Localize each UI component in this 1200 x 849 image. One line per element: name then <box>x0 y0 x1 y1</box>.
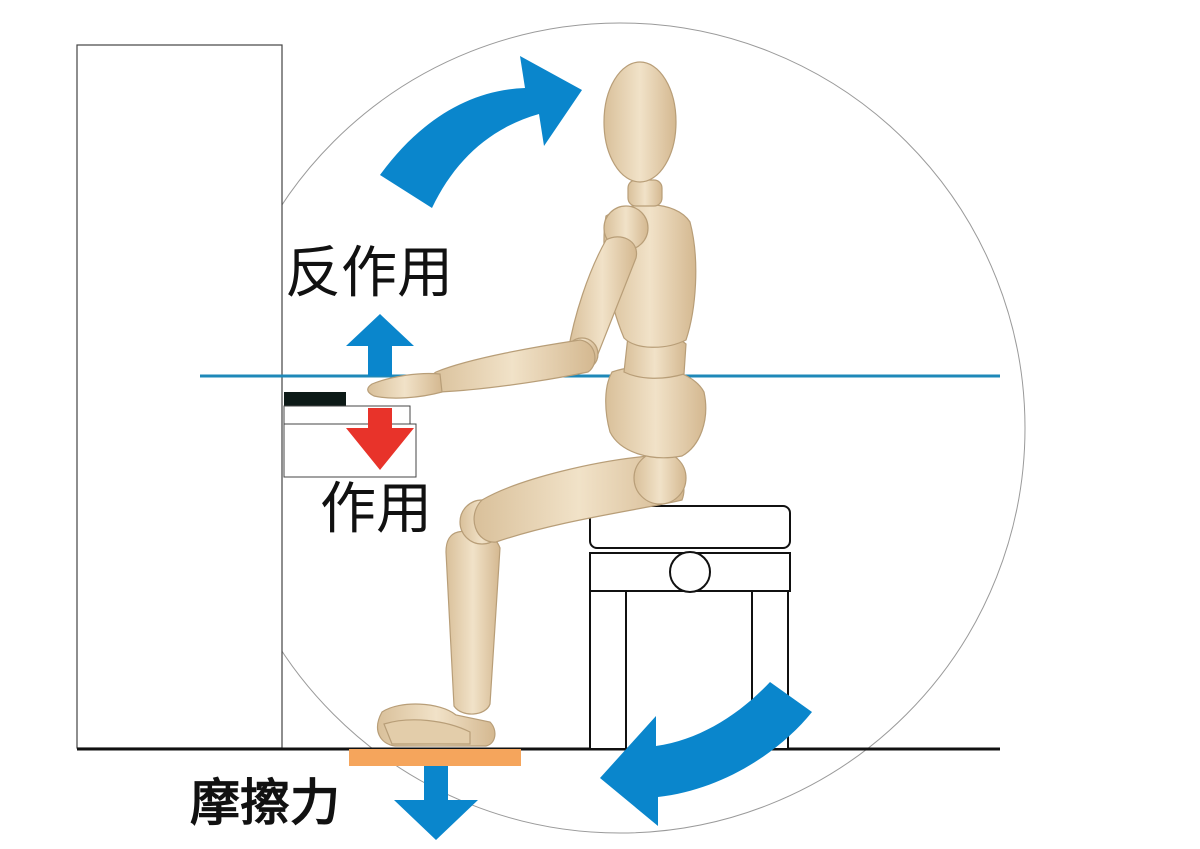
friction-pad <box>349 749 521 766</box>
down-arrow-icon <box>394 766 478 840</box>
down-arrow-icon <box>346 408 414 470</box>
friction-label: 摩擦力 <box>190 774 340 832</box>
rotation-arrow-icon <box>600 682 812 826</box>
wall <box>76 44 283 749</box>
action-label: 作用 <box>320 477 432 542</box>
up-arrow-icon <box>346 314 414 376</box>
wooden-mannequin <box>367 61 707 747</box>
rotation-arrow-icon <box>380 56 582 208</box>
reaction-label: 反作用 <box>285 241 453 306</box>
